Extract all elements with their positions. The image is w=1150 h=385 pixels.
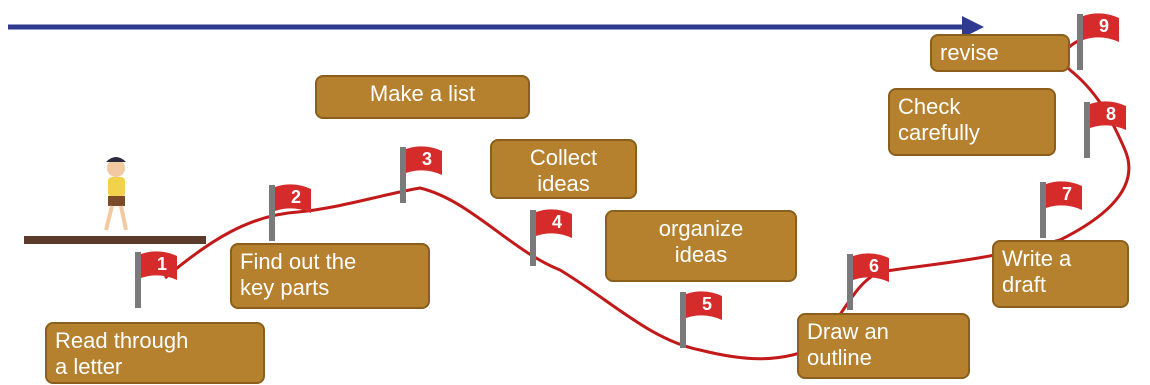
- step-label-4: Collect ideas: [490, 139, 637, 199]
- flag-icon: [400, 146, 442, 203]
- flag-6: 6: [845, 252, 893, 312]
- flag-5: 5: [678, 290, 726, 350]
- step-label-2: Find out the key parts: [230, 243, 430, 309]
- flag-icon: [1077, 13, 1119, 70]
- step-label-8: Check carefully: [888, 88, 1056, 156]
- flag-icon: [847, 253, 889, 310]
- flag-1: 1: [133, 250, 181, 310]
- flag-icon: [1084, 101, 1126, 158]
- runner-figure-icon: [104, 157, 128, 231]
- flag-number: 8: [1105, 104, 1116, 124]
- flag-number: 4: [551, 212, 562, 232]
- flag-7: 7: [1038, 180, 1086, 240]
- flag-number: 2: [290, 187, 301, 207]
- flag-icon: [1040, 181, 1082, 238]
- flag-icon: [135, 251, 177, 308]
- arrow-right-icon: [962, 16, 984, 38]
- flag-9: 9: [1075, 12, 1123, 72]
- step-label-9: revise: [930, 34, 1070, 72]
- flag-2: 2: [267, 183, 315, 243]
- flag-icon: [269, 184, 311, 241]
- step-label-3: Make a list: [315, 75, 530, 119]
- flag-icon: [530, 209, 572, 266]
- flag-number: 9: [1098, 16, 1109, 36]
- flag-icon: [680, 291, 722, 348]
- flag-number: 6: [868, 256, 879, 276]
- flag-number: 5: [701, 294, 712, 314]
- progress-path: [164, 38, 1131, 361]
- step-label-5: organize ideas: [605, 210, 797, 282]
- step-label-6: Draw an outline: [797, 313, 970, 379]
- flag-number: 1: [156, 254, 167, 274]
- flag-4: 4: [528, 208, 576, 268]
- flag-number: 7: [1061, 184, 1072, 204]
- flag-number: 3: [421, 149, 432, 169]
- step-label-7: Write a draft: [992, 240, 1129, 308]
- ground-platform: [24, 236, 206, 244]
- step-label-1: Read through a letter: [45, 322, 265, 384]
- flag-3: 3: [398, 145, 446, 205]
- flag-8: 8: [1082, 100, 1130, 160]
